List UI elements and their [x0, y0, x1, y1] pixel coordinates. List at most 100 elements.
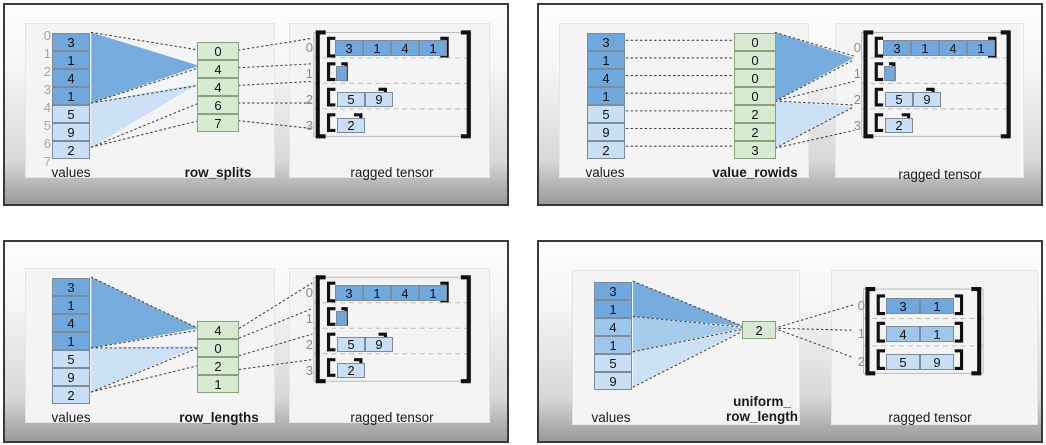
- value-index-6: 6: [43, 136, 51, 151]
- value-cell: 1: [587, 87, 625, 105]
- value-cell: 4: [52, 69, 90, 87]
- value-cell: 2: [52, 141, 90, 159]
- ragged-cell: 4: [939, 40, 967, 56]
- row-index: 1: [857, 326, 865, 341]
- ragged-cell: 2: [337, 118, 365, 133]
- row-index: 2: [305, 337, 313, 352]
- ragged-label: ragged tensor: [350, 410, 434, 425]
- encoding-cell: 4: [197, 78, 239, 96]
- value-cell: 1: [52, 332, 90, 350]
- value-index-7: 7: [43, 154, 51, 169]
- value-cell: 3: [594, 282, 632, 300]
- encoding-label: uniform_ row_length: [725, 394, 798, 424]
- ragged-label: ragged tensor: [888, 410, 972, 425]
- ragged-cell: 3: [886, 298, 920, 314]
- ragged-cell: 4: [391, 40, 419, 56]
- panel-row-lengths: 3 1 4 1 5 9 2 4 0 2 1 0 1 2 3 3 1 4 1 5 …: [3, 240, 509, 443]
- panel-uniform-row-length: 3 1 4 1 5 9 2 0 1 2 3 1 4 1 5 9 values u…: [537, 240, 1043, 443]
- encoding-cell: 2: [734, 105, 776, 123]
- value-cell: 5: [587, 105, 625, 123]
- value-index-0: 0: [43, 28, 51, 43]
- values-label: values: [51, 165, 91, 180]
- value-index-2: 2: [43, 64, 51, 79]
- encoding-label: row_splits: [184, 165, 252, 180]
- ragged-label: ragged tensor: [898, 167, 982, 182]
- value-cell: 3: [52, 278, 90, 296]
- ragged-cell: 1: [911, 40, 939, 56]
- encoding-cell: 2: [734, 123, 776, 141]
- row-index: 3: [305, 363, 313, 378]
- encoding-cell: 2: [742, 321, 776, 339]
- value-cell: 1: [52, 296, 90, 314]
- ragged-cell: 5: [885, 92, 913, 107]
- encoding-label: value_rowids: [712, 165, 798, 180]
- panel-row-splits: 0 1 2 3 4 5 6 7: [3, 3, 509, 206]
- value-cell: 1: [52, 51, 90, 69]
- ragged-cell-empty: [336, 66, 347, 81]
- ragged-cell: 3: [883, 40, 911, 56]
- encoding-cell: 1: [197, 375, 239, 393]
- value-cell: 1: [594, 336, 632, 354]
- value-cell: 4: [594, 318, 632, 336]
- ragged-cell: 2: [337, 363, 365, 378]
- encoding-cell: 0: [197, 42, 239, 60]
- ragged-cell: 2: [885, 118, 913, 133]
- ragged-cell: 9: [920, 354, 954, 370]
- ragged-cell: 1: [419, 285, 447, 301]
- encoding-cell: 7: [197, 114, 239, 132]
- encoding-cell: 3: [734, 141, 776, 159]
- value-cell: 5: [594, 354, 632, 372]
- value-cell: 9: [52, 123, 90, 141]
- row-index: 2: [857, 354, 865, 369]
- ragged-cell-empty: [336, 311, 347, 326]
- encoding-cell: 0: [734, 69, 776, 87]
- ragged-cell: 9: [365, 92, 393, 107]
- ragged-cell: 5: [337, 92, 365, 107]
- value-cell: 9: [52, 368, 90, 386]
- value-cell: 2: [587, 141, 625, 159]
- ragged-cell: 4: [886, 326, 920, 342]
- ragged-cell: 1: [967, 40, 995, 56]
- value-cell: 3: [52, 33, 90, 51]
- row-index: 1: [305, 311, 313, 326]
- value-cell: 2: [52, 386, 90, 404]
- value-index-3: 3: [43, 82, 51, 97]
- value-cell: 5: [52, 350, 90, 368]
- value-cell: 5: [52, 105, 90, 123]
- values-label: values: [591, 410, 631, 425]
- values-label: values: [585, 165, 625, 180]
- row-index: 0: [305, 285, 313, 300]
- row-index: 2: [305, 92, 313, 107]
- row-index: 3: [305, 118, 313, 133]
- ragged-cell-empty: [884, 66, 895, 81]
- ragged-cell: 1: [920, 326, 954, 342]
- values-label: values: [51, 410, 91, 425]
- ragged-cell: 1: [920, 298, 954, 314]
- ragged-cell: 5: [337, 337, 365, 352]
- encoding-label: row_lengths: [179, 410, 259, 425]
- ragged-cell: 1: [363, 40, 391, 56]
- row-index: 0: [857, 298, 865, 313]
- value-cell: 9: [587, 123, 625, 141]
- encoding-cell: 0: [197, 339, 239, 357]
- ragged-card-4: [831, 270, 1038, 425]
- value-index-4: 4: [43, 100, 51, 115]
- row-index: 0: [305, 40, 313, 55]
- encoding-cell: 0: [734, 51, 776, 69]
- ragged-cell: 3: [335, 40, 363, 56]
- value-cell: 4: [587, 69, 625, 87]
- row-index: 0: [853, 40, 861, 55]
- encoding-cell: 4: [197, 321, 239, 339]
- ragged-label: ragged tensor: [350, 165, 434, 180]
- value-cell: 9: [594, 372, 632, 390]
- ragged-cell: 3: [335, 285, 363, 301]
- ragged-cell: 1: [419, 40, 447, 56]
- row-index: 2: [853, 92, 861, 107]
- value-index-1: 1: [43, 46, 51, 61]
- ragged-cell: 9: [913, 92, 941, 107]
- value-cell: 3: [587, 33, 625, 51]
- encoding-cell: 6: [197, 96, 239, 114]
- encoding-cell: 0: [734, 33, 776, 51]
- value-cell: 1: [587, 51, 625, 69]
